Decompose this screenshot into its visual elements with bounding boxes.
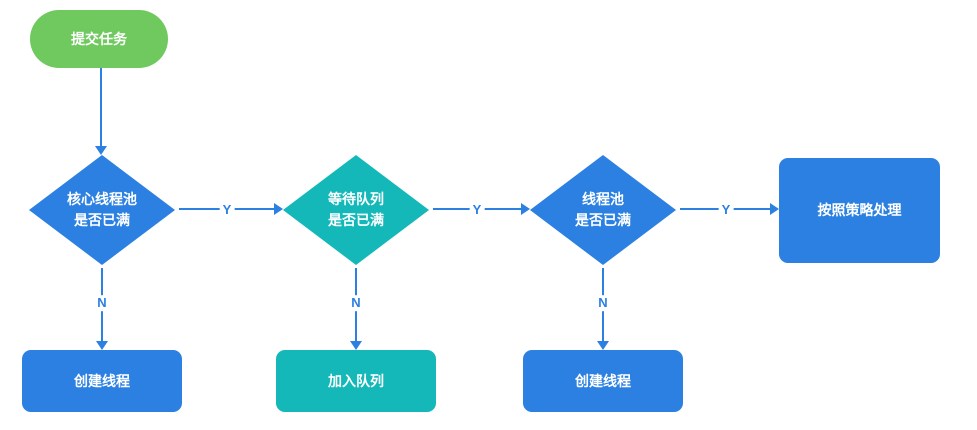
decision-thread-pool: 线程池 是否已满 (530, 155, 676, 265)
arrowhead-wait-queue-yes (521, 203, 530, 215)
arrowhead-wait-queue-no (350, 341, 362, 350)
edge-label-n3: N (595, 295, 611, 311)
edge-label-n2: N (348, 295, 364, 311)
edge-label-y3: Y (718, 202, 734, 218)
edge-label-n1: N (94, 295, 110, 311)
decision-wait-queue: 等待队列 是否已满 (283, 155, 429, 265)
arrowhead-core-pool-yes (274, 203, 283, 215)
arrowhead-core-pool-no (96, 341, 108, 350)
start-node: 提交任务 (30, 10, 168, 68)
arrowhead-thread-pool-yes (770, 203, 779, 215)
process-create-thread-2: 创建线程 (523, 350, 683, 412)
process-create-thread-1: 创建线程 (22, 350, 182, 412)
process-policy-node: 按照策略处理 (779, 158, 940, 263)
process-join-queue: 加入队列 (276, 350, 436, 412)
decision-core-pool: 核心线程池 是否已满 (29, 155, 175, 265)
arrowhead-start-to-core-pool (95, 146, 107, 155)
arrowhead-thread-pool-no (597, 341, 609, 350)
edge-label-y1: Y (219, 202, 235, 218)
edge-label-y2: Y (469, 202, 485, 218)
connector-start-to-core-pool (100, 68, 102, 146)
